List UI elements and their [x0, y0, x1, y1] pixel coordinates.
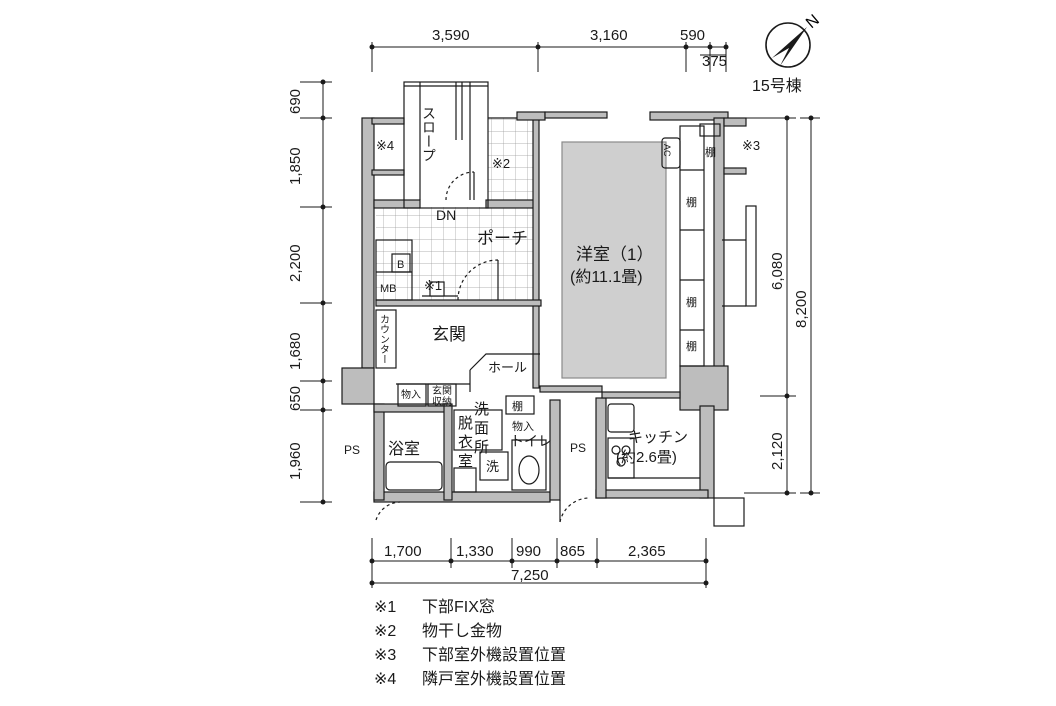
- legend: ※1 下部FIX窓 ※2 物干し金物 ※3 下部室外機設置位置 ※4 隣戸室外機…: [374, 596, 566, 692]
- kitchen-label: キッチン: [628, 429, 688, 446]
- legend-text: 隣戸室外機設置位置: [422, 671, 567, 688]
- left-dimension-line: [300, 81, 332, 503]
- kitchen-area: (約2.6畳): [616, 449, 677, 466]
- dim-bottom-2: 1,330: [456, 543, 494, 560]
- dim-left-3: 2,200: [287, 244, 304, 282]
- legend-mark: ※2: [374, 623, 397, 640]
- dim-top-1: 3,590: [432, 27, 470, 44]
- mark-3: ※3: [742, 138, 760, 153]
- shelf-label-4: 棚: [686, 339, 697, 353]
- dim-right-2: 2,120: [769, 432, 786, 470]
- dim-left-6: 1,960: [287, 442, 304, 480]
- changing-char-3: 室: [458, 453, 473, 470]
- changing-char-1: 脱: [458, 415, 473, 432]
- dim-left-5: 650: [287, 386, 304, 411]
- mark-4: ※4: [376, 138, 394, 153]
- storage-small-label: 物入: [401, 388, 421, 401]
- dim-right-total: 8,200: [793, 290, 810, 328]
- dn-label: DN: [436, 207, 456, 223]
- legend-mark: ※3: [374, 647, 397, 664]
- ps-left-label: PS: [344, 443, 360, 457]
- b-label: B: [397, 259, 404, 271]
- porch-floor: [376, 207, 533, 303]
- slope-label: スロープ: [421, 106, 437, 162]
- dim-bottom-3: 990: [516, 543, 541, 560]
- building-label: 15号棟: [752, 78, 802, 95]
- legend-mark: ※4: [374, 671, 397, 688]
- legend-text: 物干し金物: [422, 623, 503, 640]
- entrance-label: 玄関: [432, 325, 466, 344]
- mark-2: ※2: [492, 156, 510, 171]
- dim-top-3: 590: [680, 27, 705, 44]
- dim-bottom-1: 1,700: [384, 543, 422, 560]
- porch-label: ポーチ: [477, 229, 528, 248]
- legend-item: ※3 下部室外機設置位置: [374, 644, 566, 668]
- dim-top-4: 375: [702, 53, 727, 70]
- wash-basin-label: 洗: [486, 459, 499, 474]
- mb-label: MB: [380, 283, 397, 295]
- dim-bottom-total: 7,250: [511, 567, 549, 584]
- washroom-char-1: 洗: [474, 401, 489, 418]
- compass-icon: N: [765, 12, 823, 68]
- shelf-label-1: 棚: [705, 145, 716, 159]
- dim-left-4: 1,680: [287, 332, 304, 370]
- ac-label: AC: [662, 144, 672, 157]
- western-room-area: (約11.1畳): [570, 268, 643, 286]
- legend-mark: ※1: [374, 599, 397, 616]
- western-room-label: 洋室（1）: [576, 245, 653, 264]
- dim-right-1: 6,080: [769, 252, 786, 290]
- legend-item: ※2 物干し金物: [374, 620, 566, 644]
- walls: [341, 111, 747, 503]
- dim-left-2: 1,850: [287, 147, 304, 185]
- shelf-label-3: 棚: [686, 295, 697, 309]
- top-dimension-line: [371, 42, 727, 72]
- dim-top-2: 3,160: [590, 27, 628, 44]
- washroom-char-3: 所: [474, 439, 489, 456]
- ps-mid-label: PS: [570, 441, 586, 455]
- shelf-label-2: 棚: [686, 195, 697, 209]
- dim-bottom-4: 865: [560, 543, 585, 560]
- dim-bottom-5: 2,365: [628, 543, 666, 560]
- bathroom-label: 浴室: [388, 440, 420, 458]
- storage-toilet-label: 物入: [512, 419, 534, 433]
- dim-left-1: 690: [287, 89, 304, 114]
- toilet-label: トイレ: [510, 433, 552, 449]
- interior-lines: [375, 81, 757, 527]
- counter-label: カウンター: [378, 314, 390, 364]
- compass-north-label: N: [803, 12, 823, 32]
- mark-1: ※1: [424, 278, 442, 293]
- shelf-label-wash: 棚: [512, 399, 523, 413]
- entrance-storage-label-2: 収納: [432, 395, 452, 408]
- legend-text: 下部室外機設置位置: [422, 647, 567, 664]
- legend-item: ※4 隣戸室外機設置位置: [374, 668, 566, 692]
- washroom-char-2: 面: [474, 420, 489, 437]
- hall-label: ホール: [488, 360, 527, 375]
- changing-char-2: 衣: [458, 434, 473, 451]
- legend-item: ※1 下部FIX窓: [374, 596, 566, 620]
- entrance-storage-label-1: 玄関: [432, 384, 452, 397]
- slope-floor: [488, 118, 533, 207]
- legend-text: 下部FIX窓: [422, 599, 495, 616]
